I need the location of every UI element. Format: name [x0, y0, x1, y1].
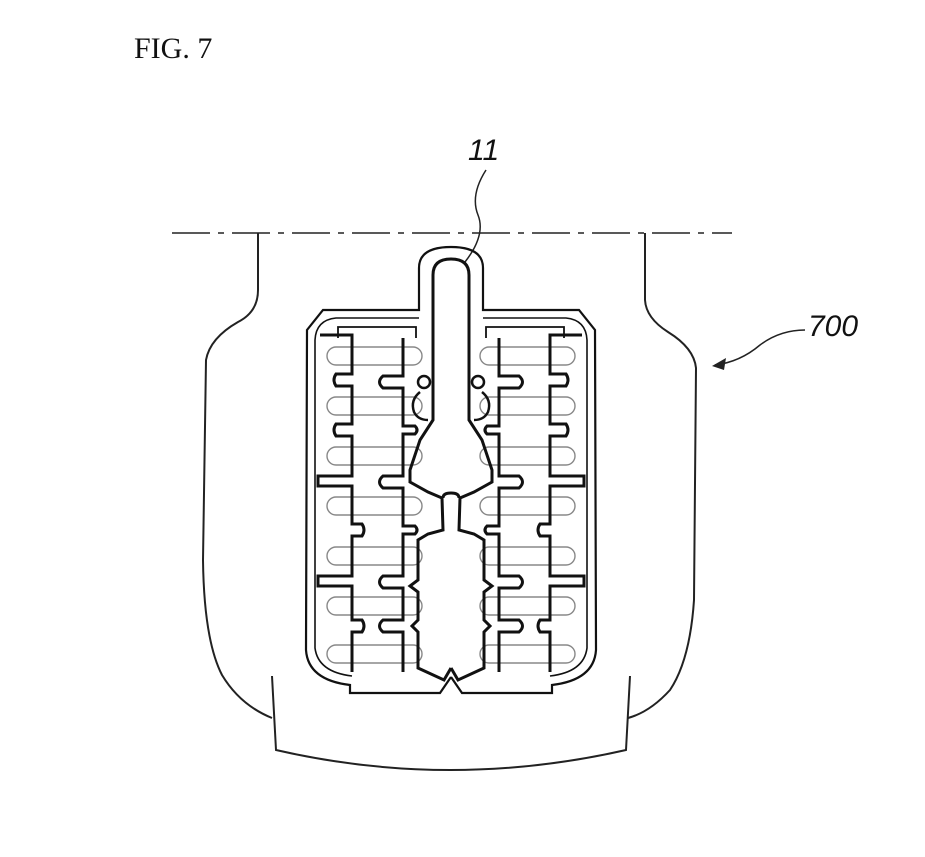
leader-line-11	[464, 169, 487, 263]
leader-arrow-700	[714, 329, 806, 366]
reference-label-11: 11	[468, 134, 500, 167]
tray-right-half	[449, 245, 598, 695]
figure-title: FIG. 7	[134, 32, 213, 65]
tray-left-half	[304, 245, 453, 695]
outer-body-outline	[201, 233, 698, 719]
reference-label-700: 700	[808, 310, 859, 343]
arrowhead-icon	[712, 358, 726, 370]
bottom-plate-outline	[271, 675, 631, 771]
